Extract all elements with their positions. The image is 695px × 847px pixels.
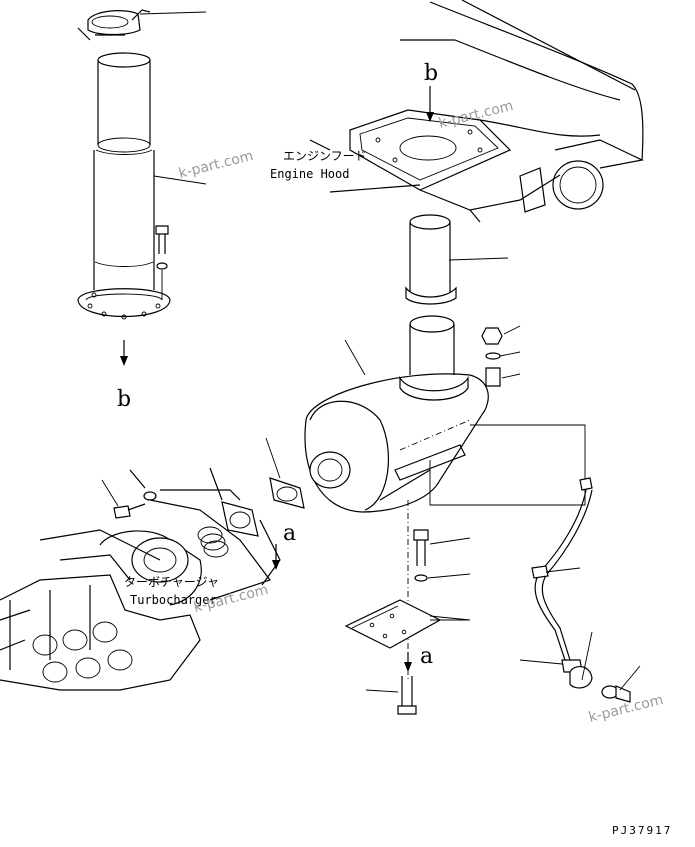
gasket bbox=[265, 437, 305, 509]
ref-a-right-label: a bbox=[283, 521, 296, 546]
engine-block bbox=[0, 529, 201, 691]
ref-b-bottom-label: b bbox=[117, 387, 131, 412]
engine-hood: エンジンフード Engine Hood b bbox=[270, 0, 644, 223]
stack-bolt-washer bbox=[155, 225, 169, 300]
mounting-bracket: a bbox=[344, 500, 471, 715]
drain-pipe bbox=[429, 424, 641, 703]
ref-a-bottom-label: a bbox=[420, 644, 433, 669]
turbocharger-en-label: Turbocharger bbox=[130, 593, 217, 607]
nut-washer-spacer bbox=[481, 325, 521, 387]
watermark-1: k-part.com bbox=[177, 148, 255, 182]
drawing-code: PJ37917 bbox=[612, 824, 672, 837]
turbocharger-jp-label: ターボチャージャ bbox=[124, 575, 219, 589]
tail-pipe bbox=[405, 214, 509, 305]
muffler bbox=[304, 315, 489, 513]
exhaust-stack-left: b bbox=[77, 9, 207, 412]
engine-hood-en-label: Engine Hood bbox=[270, 167, 349, 181]
ref-a-right: a bbox=[272, 521, 296, 570]
engine-hood-jp-label: エンジンフード bbox=[283, 149, 367, 163]
ref-b-top-label: b bbox=[424, 61, 438, 86]
